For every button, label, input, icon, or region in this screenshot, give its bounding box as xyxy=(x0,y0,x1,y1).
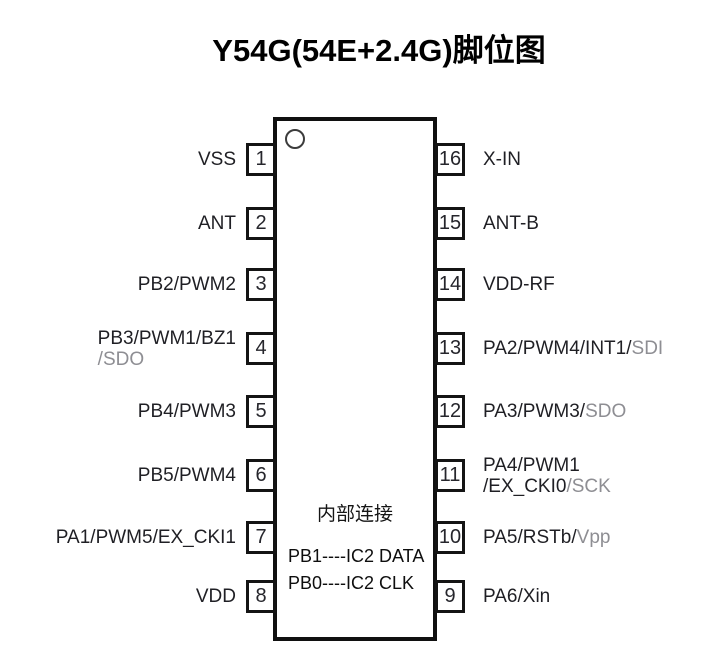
pin-label-8: VDD xyxy=(18,580,236,613)
internal-connection-title: 内部连接 xyxy=(316,504,393,525)
pin-label-text: PA4/PWM1/EX_CKI0/SCK xyxy=(483,455,611,497)
pin-label-text: PA5/RSTb/Vpp xyxy=(483,527,610,548)
pin-label-12: PA3/PWM3/SDO xyxy=(483,395,709,428)
pin-function-muted: Vpp xyxy=(576,527,611,548)
pin-function: PA2/PWM4/INT1/ xyxy=(483,338,632,359)
pin-label-text: X-IN xyxy=(483,149,521,170)
pin-function: PA4/PWM1 xyxy=(483,454,580,476)
pin-number-box-9: 9 xyxy=(435,580,465,613)
circle-icon xyxy=(285,129,305,149)
pin-label-3: PB2/PWM2 xyxy=(18,268,236,301)
pin-number-box-3: 3 xyxy=(246,268,276,301)
pin-label-7: PA1/PWM5/EX_CKI1 xyxy=(18,521,236,554)
pin-label-text: VSS xyxy=(198,149,236,170)
pin-label-13: PA2/PWM4/INT1/SDI xyxy=(483,332,709,365)
pin-label-1: VSS xyxy=(18,143,236,176)
pin-number-box-16: 16 xyxy=(435,143,465,176)
pin-number-box-11: 11 xyxy=(435,459,465,492)
pin-label-6: PB5/PWM4 xyxy=(18,459,236,492)
page-title: Y54G(54E+2.4G)脚位图 xyxy=(212,33,546,68)
pin-number-box-4: 4 xyxy=(246,332,276,365)
pin-label-text: PB4/PWM3 xyxy=(138,401,236,422)
pin-function: PA6/Xin xyxy=(483,586,551,607)
pin-function-muted: /SDO xyxy=(97,348,145,370)
pin-label-text: PB5/PWM4 xyxy=(138,465,236,486)
pin-function: VDD xyxy=(195,586,236,607)
pin-number-box-10: 10 xyxy=(435,521,465,554)
pin-label-2: ANT xyxy=(18,207,236,240)
pin-label-text: PA3/PWM3/SDO xyxy=(483,401,626,422)
pin-number-box-1: 1 xyxy=(246,143,276,176)
pin-label-text: ANT-B xyxy=(483,213,539,234)
pin-function: PB4/PWM3 xyxy=(137,401,236,422)
pin-function-muted: SDI xyxy=(631,338,664,359)
internal-connection-line: PB0----IC2 CLK xyxy=(288,573,415,593)
pin-function: X-IN xyxy=(483,149,521,170)
pin-label-text: PA6/Xin xyxy=(483,586,550,607)
pin-label-11: PA4/PWM1/EX_CKI0/SCK xyxy=(483,455,709,497)
pin-function: ANT-B xyxy=(483,213,539,234)
pin-label-16: X-IN xyxy=(483,143,709,176)
pin-function: PB3/PWM1/BZ1 xyxy=(97,327,236,349)
pin-function: PA1/PWM5/EX_CKI1 xyxy=(55,527,236,548)
pin-label-text: PB3/PWM1/BZ1/SDO xyxy=(98,328,236,370)
pin-function: ANT xyxy=(198,213,236,234)
pin-function: PB5/PWM4 xyxy=(137,465,236,486)
pin-number-box-8: 8 xyxy=(246,580,276,613)
pin-function-muted: /SCK xyxy=(566,475,611,497)
pin-label-4: PB3/PWM1/BZ1/SDO xyxy=(18,328,236,370)
pin-number-box-12: 12 xyxy=(435,395,465,428)
pin-function: VSS xyxy=(197,149,236,170)
pin-label-text: PA1/PWM5/EX_CKI1 xyxy=(56,527,236,548)
pin-function: PB2/PWM2 xyxy=(137,274,236,295)
pin-function: /EX_CKI0 xyxy=(483,475,567,497)
pin-number-box-15: 15 xyxy=(435,207,465,240)
pin-label-5: PB4/PWM3 xyxy=(18,395,236,428)
pin-number-box-13: 13 xyxy=(435,332,465,365)
pin-label-text: VDD xyxy=(196,586,236,607)
pin-label-text: PB2/PWM2 xyxy=(138,274,236,295)
pin-label-text: PA2/PWM4/INT1/SDI xyxy=(483,338,663,359)
pin-number-box-2: 2 xyxy=(246,207,276,240)
pin-function: VDD-RF xyxy=(483,274,555,295)
pin-function-muted: SDO xyxy=(585,401,627,422)
pin-label-9: PA6/Xin xyxy=(483,580,709,613)
pin-label-text: VDD-RF xyxy=(483,274,555,295)
pin-number-box-6: 6 xyxy=(246,459,276,492)
pin-number-box-14: 14 xyxy=(435,268,465,301)
chip-package-outline xyxy=(273,117,437,641)
pin-label-text: ANT xyxy=(198,213,236,234)
pin-label-15: ANT-B xyxy=(483,207,709,240)
pin-number-box-5: 5 xyxy=(246,395,276,428)
pin-function: PA3/PWM3/ xyxy=(483,401,586,422)
pin-label-14: VDD-RF xyxy=(483,268,709,301)
pin-number-box-7: 7 xyxy=(246,521,276,554)
pin-label-10: PA5/RSTb/Vpp xyxy=(483,521,709,554)
internal-connection-line: PB1----IC2 DATA xyxy=(288,546,425,566)
pin-function: PA5/RSTb/ xyxy=(483,527,577,548)
